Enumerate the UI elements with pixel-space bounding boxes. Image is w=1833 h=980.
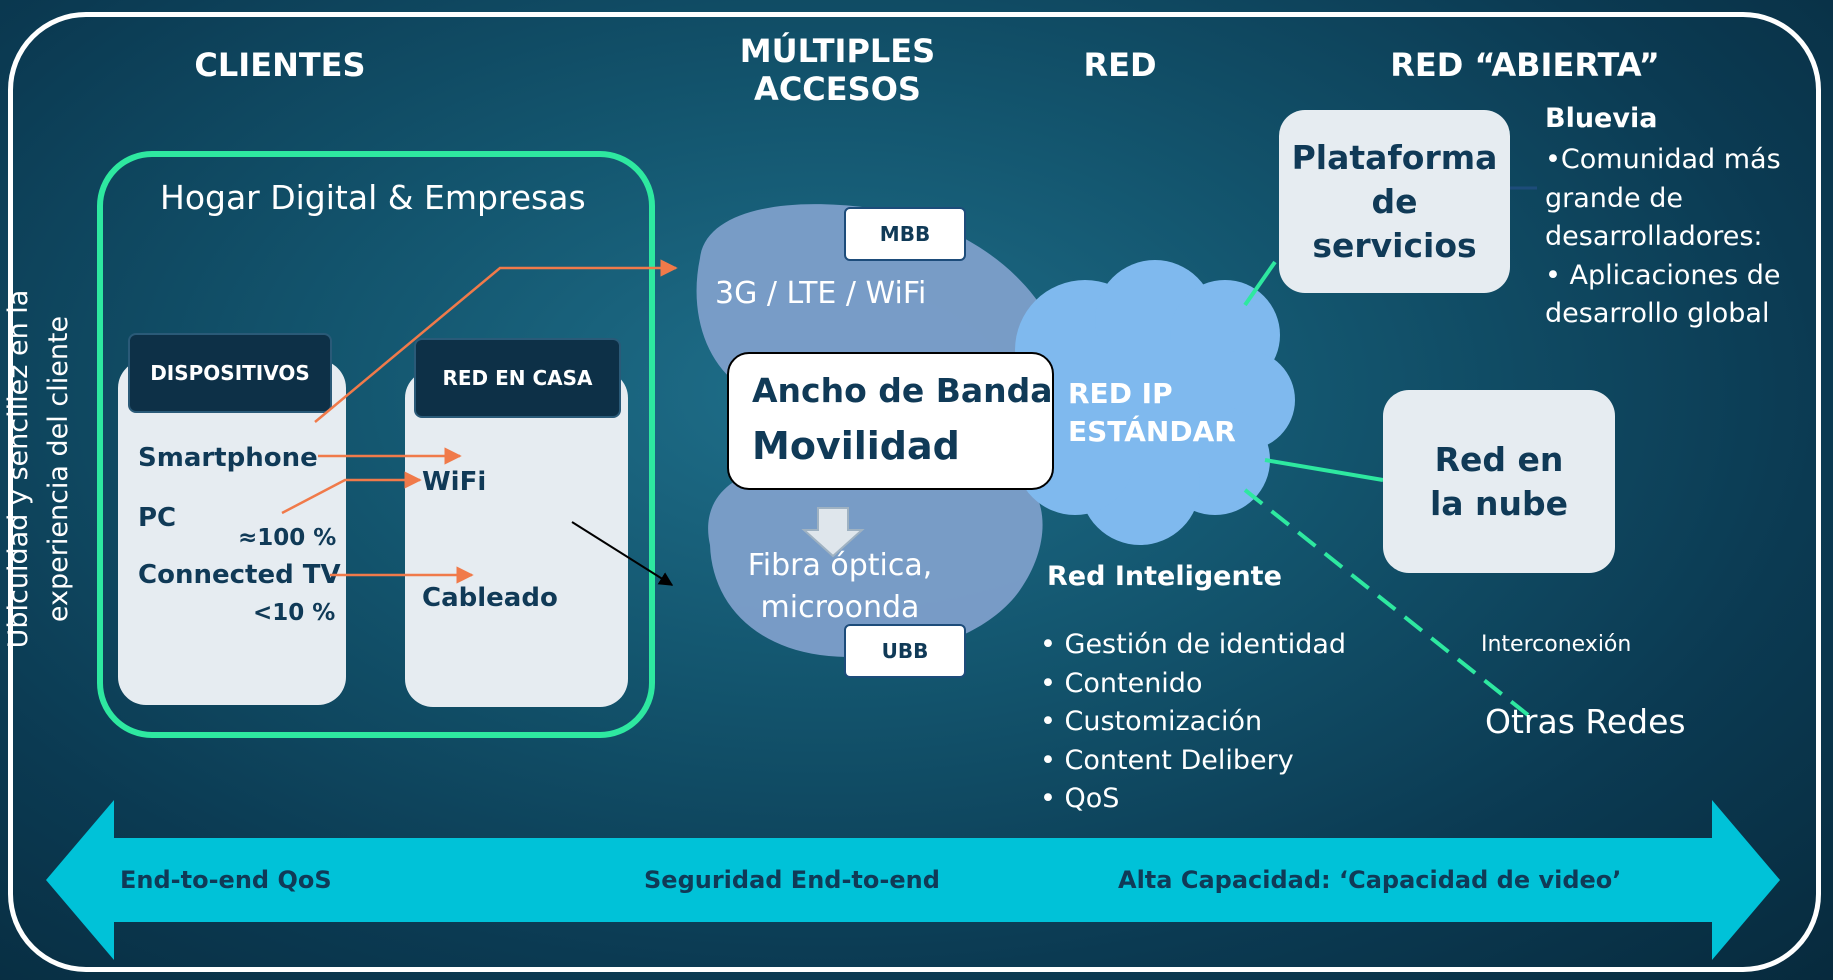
list-item: • Contenido (1040, 667, 1203, 699)
pct-10: <10 % (253, 600, 336, 626)
bluevia-list: •Comunidad más grande de desarrolladores… (1545, 141, 1781, 334)
rounded-frame (8, 12, 1821, 972)
red-en-casa-panel (405, 370, 628, 707)
plataforma-de-servicios-card: Plataforma de servicios (1279, 110, 1510, 293)
ancho-line1: Ancho de Banda (752, 371, 1053, 410)
fibra-line2: microonda (760, 590, 920, 625)
device-connected-tv: Connected TV (138, 560, 341, 590)
list-item-text: QoS (1064, 783, 1120, 814)
red-en-casa-header: RED EN CASA (414, 338, 621, 418)
arrow-pc-to-wifi (281, 471, 422, 515)
header-clientes: CLIENTES (194, 46, 366, 84)
list-item-text: Content Delibery (1064, 744, 1294, 776)
cloud-line1: RED IP (1068, 377, 1173, 410)
list-item-text: Contenido (1064, 667, 1203, 699)
bluevia-line: desarrollo global (1545, 298, 1770, 329)
list-item: • Content Delibery (1040, 744, 1294, 776)
red-en-casa-cableado: Cableado (422, 583, 558, 613)
link-cloud-otras-redes (1243, 488, 1530, 717)
bluevia-title: Bluevia (1545, 103, 1658, 134)
ancho-de-banda-box (727, 352, 1054, 490)
nube-line1: Red en (1434, 439, 1564, 479)
red-inteligente-list: • Gestión de identidad • Contenido • Cus… (1040, 626, 1346, 819)
list-item: • Customización (1040, 706, 1263, 737)
bluevia-line: desarrolladores: (1545, 221, 1763, 252)
header-multiples-line1: MÚLTIPLES (739, 32, 936, 70)
pct-100: ≈100 % (238, 525, 337, 551)
hogar-digital-title: Hogar Digital & Empresas (160, 178, 586, 217)
header-multiples-line2: ACCESOS (754, 70, 921, 108)
ancho-line2: Movilidad (752, 424, 960, 468)
access-blob-lower (708, 465, 1043, 658)
bar-seguridad: Seguridad End-to-end (644, 866, 940, 894)
header-red-abierta: RED “ABIERTA” (1390, 46, 1660, 84)
bar-end-to-end-qos: End-to-end QoS (120, 866, 332, 894)
list-item-text: Gestión de identidad (1064, 629, 1347, 660)
arrow-smartphone-to-mbb (314, 259, 678, 423)
cloud-label: RED IP ESTÁNDAR (1068, 375, 1236, 451)
cloud-line2: ESTÁNDAR (1068, 415, 1236, 448)
list-item: • Gestión de identidad (1040, 629, 1347, 660)
interconexion-label: Interconexión (1481, 632, 1632, 657)
link-cloud-plataforma (1243, 260, 1277, 307)
arrow-casa-to-ubb (571, 521, 674, 586)
list-item: • QoS (1040, 783, 1120, 814)
device-smartphone: Smartphone (138, 443, 318, 473)
plataforma-line2: de (1371, 181, 1418, 221)
bar-alta-capacidad: Alta Capacidad: ‘Capacidad de video’ (1118, 866, 1622, 894)
nube-line2: la nube (1429, 483, 1569, 523)
bluevia-line: • Aplicaciones de (1545, 259, 1781, 291)
link-cloud-nube (1264, 458, 1384, 482)
double-headed-arrow-icon (46, 800, 1780, 960)
red-en-casa-wifi: WiFi (422, 467, 487, 497)
wireless-label: 3G / LTE / WiFi (715, 276, 927, 311)
list-item-text: Customización (1064, 706, 1263, 737)
red-inteligente-title: Red Inteligente (1047, 561, 1282, 592)
device-pc: PC (138, 503, 177, 533)
down-arrow-icon (801, 507, 865, 558)
mbb-tag: MBB (844, 207, 966, 261)
header-red: RED (1083, 46, 1157, 84)
fibra-label: Fibra óptica, microonda (735, 545, 945, 629)
bluevia-line: •Comunidad más (1545, 144, 1781, 175)
plataforma-line3: servicios (1312, 225, 1477, 265)
hogar-digital-box (97, 151, 655, 738)
plataforma-line1: Plataforma (1291, 137, 1498, 177)
red-en-la-nube-card: Red en la nube (1383, 390, 1615, 573)
dispositivos-header: DISPOSITIVOS (128, 333, 332, 413)
ubb-tag: UBB (844, 624, 966, 678)
header-multiples-accesos: MÚLTIPLES ACCESOS (720, 32, 955, 108)
fibra-line1: Fibra óptica, (747, 548, 933, 583)
otras-redes-label: Otras Redes (1485, 702, 1686, 741)
dispositivos-panel (118, 360, 346, 705)
bluevia-line: grande de (1545, 182, 1683, 214)
